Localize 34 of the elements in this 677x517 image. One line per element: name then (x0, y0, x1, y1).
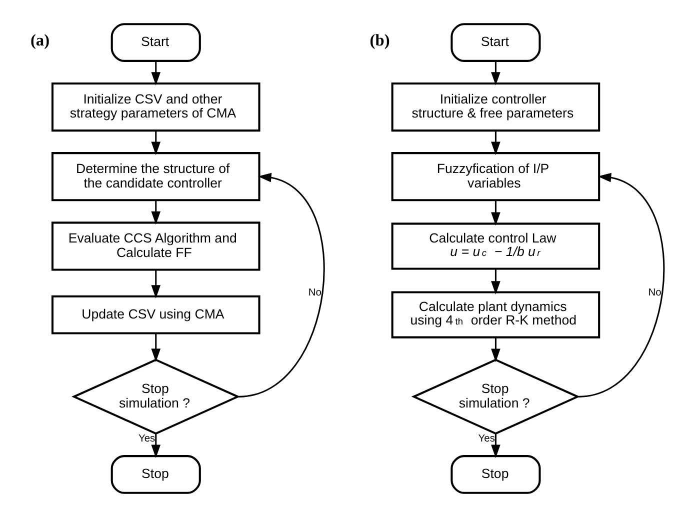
node-box: Start (110, 23, 201, 62)
node-box: Determine the structure of the candidate controller (51, 152, 260, 202)
node-box: Stop (110, 455, 201, 494)
arrow (151, 200, 161, 225)
label: (a) (30, 30, 50, 50)
node-box: Evaluate CCS Algorithm and Calculate FF (51, 222, 260, 271)
arrow (491, 61, 500, 86)
arrow (491, 338, 500, 362)
arrow (151, 61, 161, 86)
node-box: Initialize controller structure & free parameters (391, 82, 600, 132)
arrow (491, 269, 500, 294)
node-diamond: Stop simulation ? (411, 358, 580, 435)
node-diamond: Stop simulation ? (72, 358, 240, 435)
node-box: Calculate control Law u = uc − 1/b ur (391, 222, 600, 270)
node-box: Stop (450, 455, 541, 494)
edge-label: Yes (138, 433, 156, 444)
edge-label: No (648, 287, 662, 298)
node-box: Fuzzyfication of I/P variables (391, 152, 600, 202)
arrow (151, 270, 161, 298)
arrow (151, 334, 161, 362)
arrow (491, 130, 500, 156)
node-box: Start (450, 23, 541, 62)
node-box: Initialize CSV and other strategy parameters of CMA (51, 82, 260, 132)
arrow (151, 130, 161, 156)
arrow (491, 200, 500, 226)
edge-label: No (308, 287, 322, 298)
arrow (238, 172, 325, 398)
arrow (491, 434, 500, 458)
node-box: Calculate plant dynamics using 4th order R-K method (391, 291, 600, 338)
label: (b) (370, 30, 390, 50)
arrow (151, 434, 161, 458)
node-box: Update CSV using CMA (51, 295, 260, 334)
edge-label: Yes (478, 433, 495, 444)
arrow (578, 172, 665, 398)
